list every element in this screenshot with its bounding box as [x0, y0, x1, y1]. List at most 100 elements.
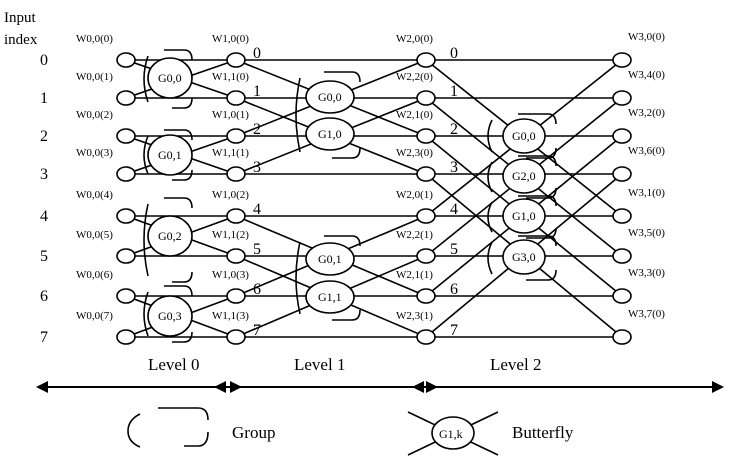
group-bracket-top: [518, 155, 557, 167]
group-bracket-bottom: [526, 187, 557, 199]
group-bracket-left: [487, 201, 493, 233]
input-index-label: 6: [40, 288, 48, 305]
node-col0-row5: [116, 248, 136, 264]
butterfly-level2-0: [502, 118, 546, 154]
group-bracket-bottom: [332, 147, 361, 159]
group-bracket-top: [324, 71, 361, 83]
twiddle-w2-label: W2,3(0): [396, 147, 433, 159]
node-col3-row5: [612, 248, 632, 264]
twiddle-w1-label: W1,1(3): [212, 310, 249, 322]
twiddle-w0-label: W0,0(2): [76, 109, 113, 121]
butterfly-label: G0,1: [318, 252, 342, 266]
group-bracket-top: [164, 129, 193, 141]
group-bracket-top: [164, 285, 193, 297]
butterfly-label: G0,1: [158, 148, 182, 162]
stage2-index-label: 3: [450, 159, 458, 176]
butterfly-label: G1,1: [318, 290, 342, 304]
input-index-label: 4: [40, 208, 48, 225]
node-col2-row4: [416, 208, 436, 224]
node-col3-row1: [612, 90, 632, 106]
butterfly-level0-2: [147, 215, 193, 257]
node-col0-row4: [116, 208, 136, 224]
node-col0-row6: [116, 288, 136, 304]
butterfly-level0-3: [147, 295, 193, 337]
node-col2-row5: [416, 248, 436, 264]
group-bracket-bottom: [172, 331, 193, 343]
node-col3-row4: [612, 208, 632, 224]
node-col3-row6: [612, 288, 632, 304]
group-bracket-bottom: [172, 271, 193, 283]
stage2-index-label: 7: [450, 322, 458, 339]
node-col1-row3: [226, 166, 246, 182]
butterfly-label: G1,0: [318, 127, 342, 141]
twiddle-w1-label: W1,1(1): [212, 147, 249, 159]
input-index-label: 2: [40, 128, 48, 145]
node-col2-row6: [416, 288, 436, 304]
node-col0-row0: [116, 52, 136, 68]
node-col0-row1: [116, 90, 136, 106]
input-index-label: 3: [40, 166, 48, 183]
node-col2-row7: [416, 329, 436, 345]
group-bracket-bottom: [172, 169, 193, 181]
node-col1-row7: [226, 329, 246, 345]
input-index-header-line1: Input: [4, 10, 36, 26]
group-bracket-top: [324, 235, 361, 247]
stage2-index-label: 2: [450, 121, 458, 138]
twiddle-w0-label: W0,0(4): [76, 189, 113, 201]
twiddle-w2-label: W2,2(0): [396, 71, 433, 83]
group-bracket-top: [518, 235, 557, 247]
node-col0-row3: [116, 166, 136, 182]
stage1-index-label: 1: [253, 83, 261, 100]
butterfly-label: G0,3: [158, 309, 182, 323]
stage2-index-label: 0: [450, 45, 458, 62]
stage1-index-label: 6: [253, 281, 261, 298]
group-bracket-left: [487, 161, 493, 193]
node-col2-row3: [416, 166, 436, 182]
twiddle-w1-label: W1,0(1): [212, 109, 249, 121]
twiddle-w3-label: W3,3(0): [628, 267, 665, 279]
butterfly-units: G0,0G0,1G0,2G0,3G0,0G1,0G0,1G1,1G0,0G2,0…: [147, 57, 546, 337]
twiddle-w1-label: W1,0(2): [212, 189, 249, 201]
group-bracket-left: [143, 135, 149, 175]
level-0-label: Level 0: [148, 355, 199, 374]
node-col2-row2: [416, 128, 436, 144]
group-bracket-bottom: [526, 269, 557, 281]
butterfly-label: G0,0: [512, 129, 536, 143]
stage2-index-label: 5: [450, 241, 458, 258]
node-col3-row2: [612, 128, 632, 144]
stage2-index-label: 6: [450, 281, 458, 298]
butterfly-level0-1: [147, 134, 193, 176]
node-col0-row7: [116, 329, 136, 345]
stage2-index-label: 4: [450, 201, 458, 218]
twiddle-w1-label: W1,1(2): [212, 229, 249, 241]
group-bracket-bottom: [172, 97, 193, 109]
group-bracket-left: [143, 55, 149, 103]
group-bracket-left: [143, 291, 149, 337]
node-col3-row0: [612, 52, 632, 68]
group-bracket-left: [295, 241, 301, 315]
twiddle-w2-label: W2,1(0): [396, 109, 433, 121]
twiddle-w2-label: W2,0(0): [396, 33, 433, 45]
twiddle-w2-label: W2,3(1): [396, 310, 433, 322]
twiddle-w2-label: W2,1(1): [396, 269, 433, 281]
twiddle-w0-label: W0,0(3): [76, 147, 113, 159]
group-bracket-top: [518, 113, 557, 125]
butterfly-level1-0: [305, 80, 355, 114]
legend-butterfly-symbol-text: G1,k: [439, 427, 463, 441]
twiddle-w3-label: W3,7(0): [628, 308, 665, 320]
butterfly-label: G0,2: [158, 229, 182, 243]
node-col0-row2: [116, 128, 136, 144]
butterfly-label: G2,0: [512, 169, 536, 183]
twiddle-w0-label: W0,0(5): [76, 229, 113, 241]
level-axis: [36, 381, 724, 393]
twiddle-w3-label: W3,0(0): [628, 31, 665, 43]
node-col1-row0: [226, 52, 246, 68]
node-col1-row4: [226, 208, 246, 224]
node-col3-row7: [612, 329, 632, 345]
butterfly-label: G3,0: [512, 250, 536, 264]
butterfly-label: G1,0: [512, 209, 536, 223]
node-col3-row3: [612, 166, 632, 182]
signal-nodes: [116, 52, 632, 345]
input-index-label: 7: [40, 329, 48, 346]
